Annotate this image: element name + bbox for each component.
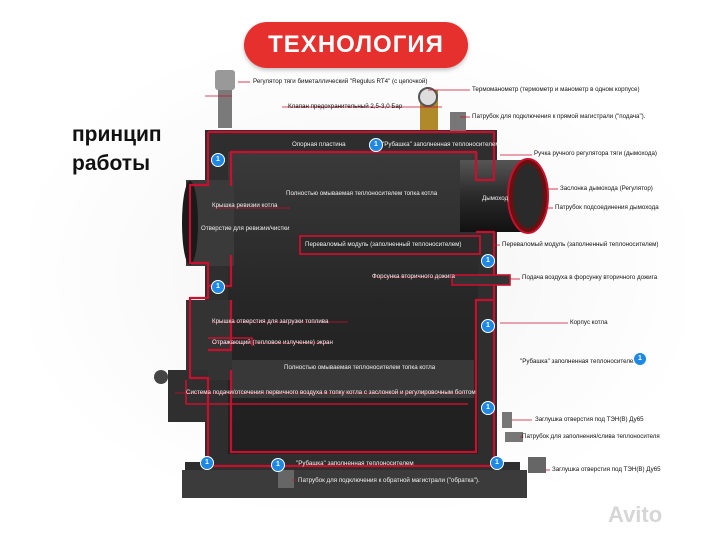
label-loading-cover: Крышка отверстия для загрузки топлива <box>212 318 329 325</box>
label-jacket-bottom: "Рубашка" заполненная теплоносителем <box>296 460 414 467</box>
lower-chamber <box>232 360 474 398</box>
badge-2: 1 <box>211 153 225 167</box>
label-ten-lower: Заглушка отверстия под ТЭН(В) Ду65 <box>552 466 661 473</box>
label-revision-cover: Крышка ревизии котла <box>212 202 278 209</box>
title-badge: ТЕХНОЛОГИЯ <box>244 22 468 68</box>
label-damper: Заслонка дымохода (Регулятор) <box>560 185 653 192</box>
ten-upper-plug <box>502 412 512 428</box>
air-bolt <box>154 370 168 384</box>
label-jacket-top: "Рубашка" заполненная теплоносителем <box>382 141 500 148</box>
side-title-line-1: принцип <box>72 123 162 146</box>
label-thermomanometer: Термоманометр (термометр и манометр в од… <box>472 86 640 93</box>
label-body: Корпус котла <box>570 319 608 326</box>
label-revision-hole: Отверстие для ревизии/чистки <box>201 225 290 232</box>
badge-7: 1 <box>481 401 495 415</box>
label-secondary-air: Подача воздуха в форсунку вторичного дож… <box>522 274 658 281</box>
label-regulator: Регулятор тяги биметаллический "Regulus … <box>253 78 428 85</box>
label-ten-upper: Заглушка отверстия под ТЭН(В) Ду65 <box>535 416 644 423</box>
fill-drain-pipe <box>505 432 523 442</box>
overflow-module-inner <box>299 235 481 255</box>
badge-8: 1 <box>200 456 214 470</box>
label-lower-washed: Полностью омываемая теплоносителем топка… <box>284 364 436 371</box>
badge-4: 1 <box>211 280 225 294</box>
badge-3: 1 <box>481 254 495 268</box>
thermomanometer <box>418 87 438 107</box>
badge-10: 1 <box>490 456 504 470</box>
return-pipe <box>278 470 294 488</box>
label-furnace-washed: Полностью омываемая теплоносителем топка… <box>286 190 438 197</box>
side-title: принцип работы <box>72 120 162 178</box>
label-overflow-outer: Переваломый модуль (заполненный теплонос… <box>502 241 659 248</box>
badge-5: 1 <box>481 319 495 333</box>
label-supply-pipe: Патрубок для подключения к прямой магист… <box>472 113 646 120</box>
loading-door <box>186 300 232 380</box>
label-return-pipe: Патрубок для подключения к обратной маги… <box>298 477 480 484</box>
boiler-base <box>182 470 527 498</box>
side-title-line-2: работы <box>72 152 151 175</box>
label-safety-valve: Клапан предохранительный 2,5-3,0 Бар <box>288 103 403 110</box>
avito-watermark: Avito <box>608 502 663 527</box>
label-flue: Дымоход <box>482 195 509 202</box>
badge-1: 1 <box>369 138 383 152</box>
label-fill-drain: Патрубок для заполнения/слива теплоносит… <box>522 433 660 440</box>
badge-9: 1 <box>271 458 285 472</box>
leader-lines <box>175 81 568 481</box>
secondary-nozzle <box>451 274 511 286</box>
label-damper-handle: Ручка ручного регулятора тяги (дымохода) <box>534 150 657 157</box>
primary-air-channel <box>185 380 468 405</box>
label-primary-air: Система подачи/отсечения первичного возд… <box>186 389 476 396</box>
label-overflow-inner: Переваломый модуль (заполненный теплонос… <box>305 241 462 248</box>
label-flue-pipe: Патрубок подсоединения дымохода <box>555 204 659 211</box>
label-jacket-right: "Рубашка" заполненная теплоносителем <box>520 358 638 365</box>
badge-6: 1 <box>633 352 647 366</box>
label-support-plate: Опорная пластина <box>292 141 346 148</box>
label-reflect-screen: Отражающий (тепловое излучение) экран <box>212 339 333 346</box>
ten-lower-plug <box>528 457 546 473</box>
supply-pipe-top <box>450 112 466 132</box>
label-secondary-nozzle: Форсунка вторичного дожига <box>372 273 455 280</box>
